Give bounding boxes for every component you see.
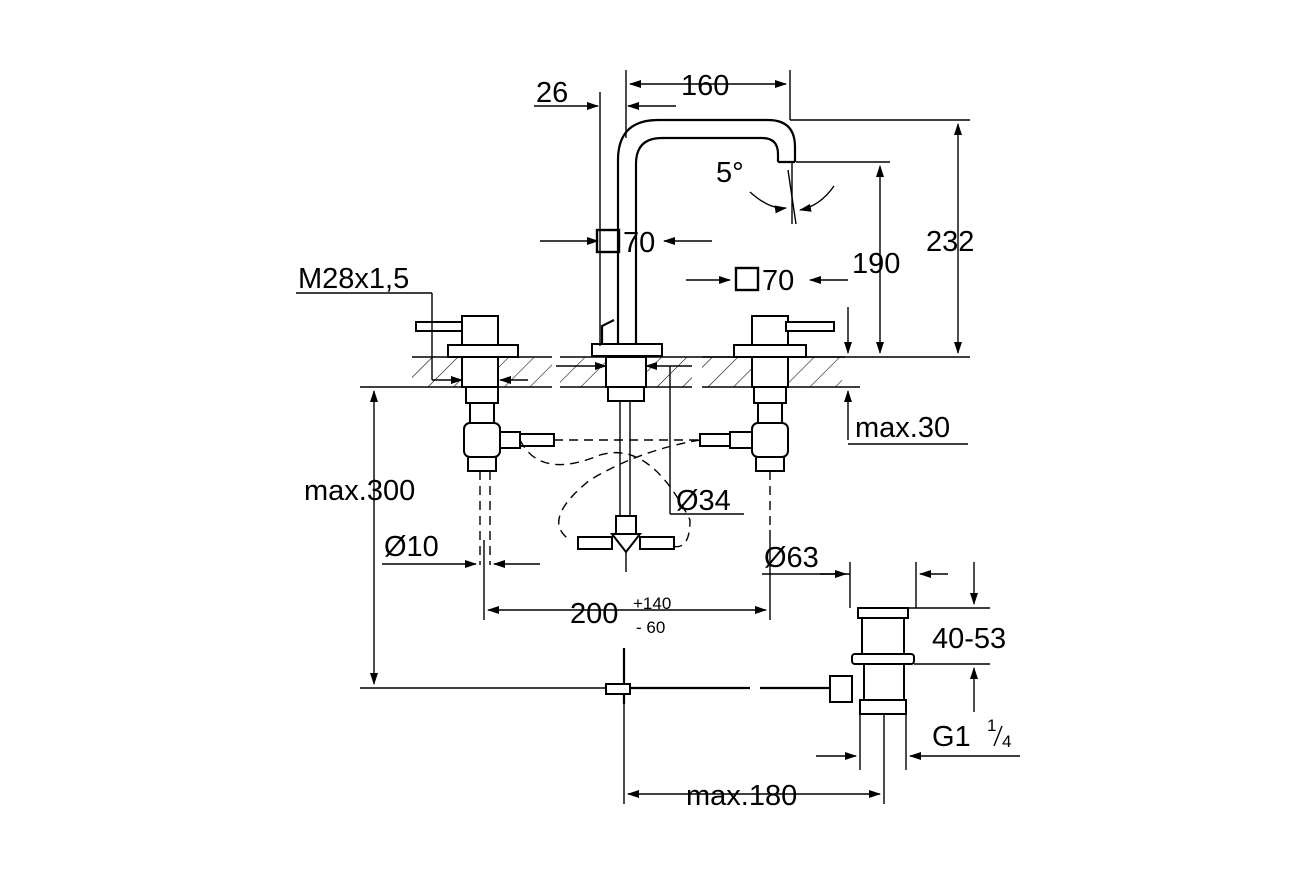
spout	[591, 118, 797, 520]
dim-label-d63: Ø63	[764, 542, 819, 574]
dim-label-200-plus: +140	[633, 594, 671, 613]
dim-label-d34: Ø34	[676, 485, 731, 517]
dim-label-d10: Ø10	[384, 531, 439, 563]
dim-label-thread: M28x1,5	[298, 263, 409, 295]
dim-label-40-53: 40-53	[932, 623, 1006, 655]
dim-label-190: 190	[852, 248, 900, 280]
dim-label-26: 26	[536, 77, 568, 109]
right-handle	[699, 315, 835, 530]
dim-label-232: 232	[926, 226, 974, 258]
dim-label-max180: max.180	[686, 780, 797, 812]
dim-label-angle: 5°	[716, 157, 744, 189]
pop-up-drain	[605, 607, 915, 804]
square-symbol-icon	[734, 266, 760, 292]
dim-label-200-minus: - 60	[636, 618, 665, 637]
dim-label-square-right: 70	[762, 265, 794, 297]
mixing-valve	[519, 439, 701, 572]
dim-label-g1-denominator: 4	[1002, 732, 1011, 751]
dim-label-g1: G1	[932, 721, 971, 753]
dimension-lines	[296, 70, 1020, 804]
dim-label-max300: max.300	[304, 475, 415, 507]
dim-label-square-center: 70	[623, 227, 655, 259]
dim-label-max30: max.30	[855, 412, 950, 444]
dim-label-160: 160	[681, 70, 729, 102]
dim-label-g1-numerator: 1	[987, 716, 996, 735]
square-symbol-icon	[595, 228, 621, 254]
left-handle	[415, 315, 555, 565]
dim-label-200: 200	[570, 598, 618, 630]
